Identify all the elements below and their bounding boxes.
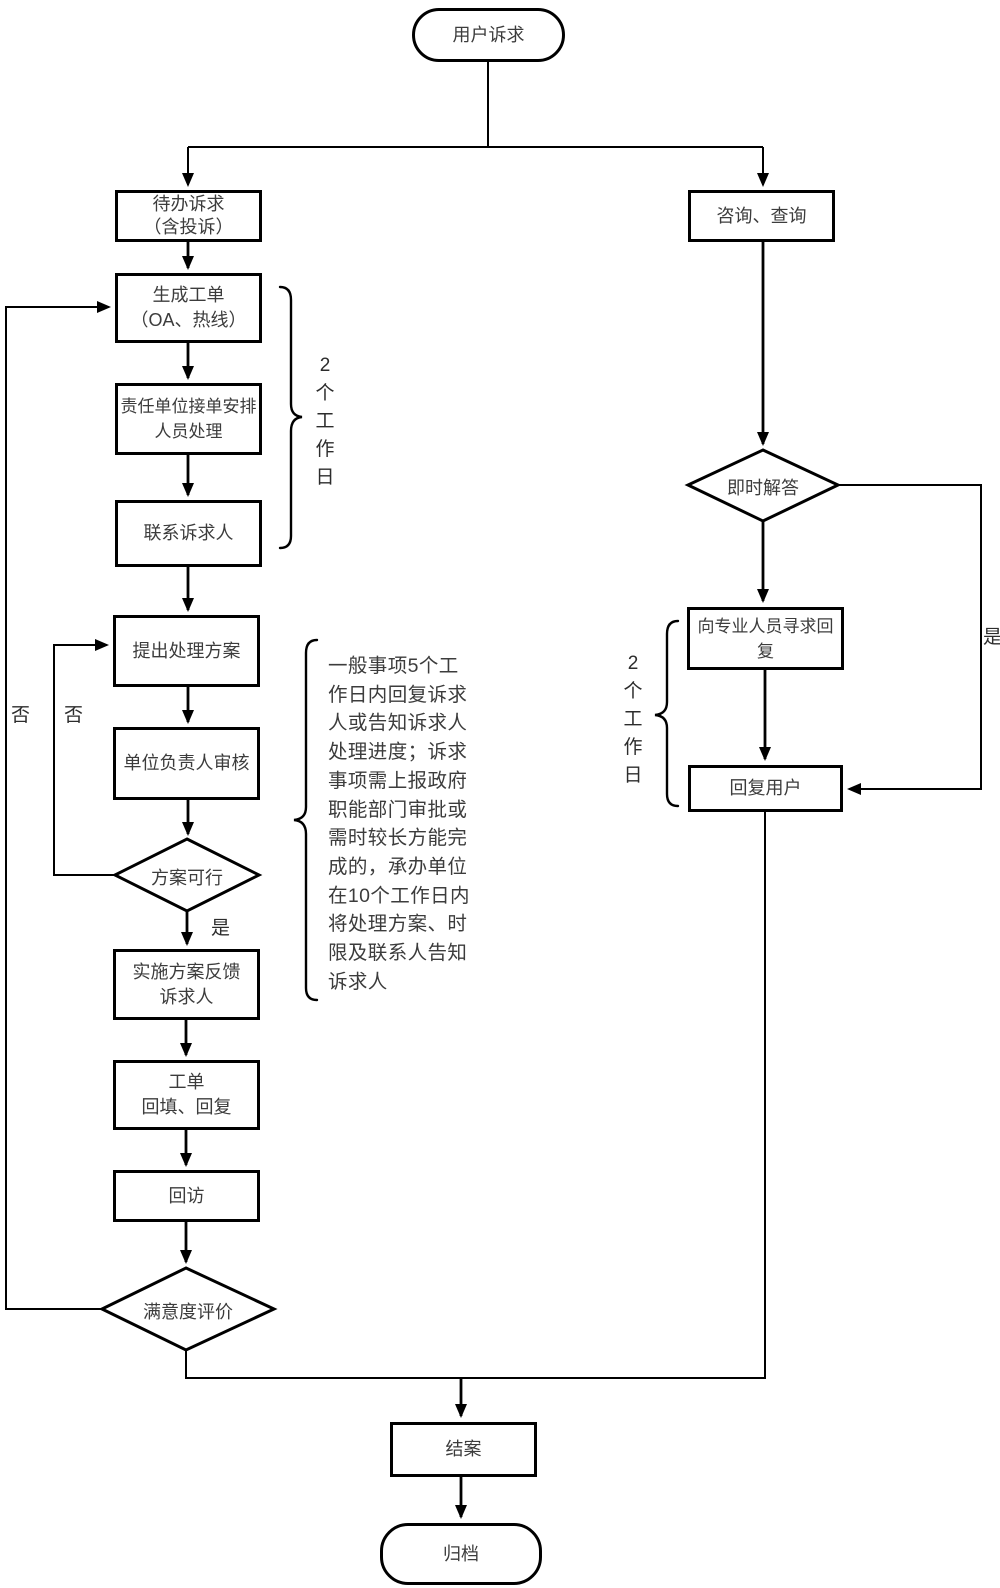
decision-instant-label: 即时解答 xyxy=(727,478,799,498)
decision-satisfaction-shape xyxy=(98,1266,278,1352)
label-yes-instant: 是 xyxy=(983,627,1000,648)
decision-feasible-shape xyxy=(111,837,263,913)
node-pending-appeal: 待办诉求 （含投诉） xyxy=(115,190,262,242)
node-consult-query: 咨询、查询 xyxy=(688,190,835,242)
node-implement-feedback: 实施方案反馈 诉求人 xyxy=(113,949,260,1020)
duration-right-2-workdays: 2 个 工 作 日 xyxy=(623,653,643,786)
brace-right-2days xyxy=(654,619,680,808)
brace-annotation xyxy=(293,638,319,1002)
label-no-inner: 否 xyxy=(64,705,84,726)
node-propose-plan: 提出处理方案 xyxy=(113,615,260,687)
label-no-outer: 否 xyxy=(11,705,31,726)
edge-satisfaction-no-loop xyxy=(5,301,111,1310)
node-seek-expert: 向专业人员寻求回复 xyxy=(687,607,844,670)
node-close-case: 结案 xyxy=(390,1422,537,1477)
node-generate-ticket: 生成工单 （OA、热线） xyxy=(115,273,262,343)
brace-left-2days xyxy=(278,285,303,550)
duration-left-2-workdays: 2 个 工 作 日 xyxy=(315,355,335,488)
node-archive: 归档 xyxy=(380,1523,542,1585)
node-leader-review: 单位负责人审核 xyxy=(113,727,260,800)
node-start: 用户诉求 xyxy=(412,8,565,62)
label-yes-feasible: 是 xyxy=(211,918,231,939)
edge-merge-rail xyxy=(185,812,766,1379)
edge-instant-yes xyxy=(838,484,982,795)
decision-feasible-label: 方案可行 xyxy=(151,868,223,888)
edge-feasible-no-loop xyxy=(53,639,115,876)
node-reply-user: 回复用户 xyxy=(688,765,843,812)
decision-instant-shape xyxy=(684,448,842,523)
decision-satisfaction-label: 满意度评价 xyxy=(143,1302,233,1322)
node-contact-appellant: 联系诉求人 xyxy=(115,500,262,567)
node-ticket-reply: 工单 回填、回复 xyxy=(113,1060,260,1130)
processing-time-annotation: 一般事项5个工 作日内回复诉求 人或告知诉求人 处理进度；诉求 事项需上报政府 … xyxy=(328,655,470,993)
node-assign-staff: 责任单位接单安排 人员处理 xyxy=(115,383,262,455)
node-return-visit: 回访 xyxy=(113,1170,260,1222)
